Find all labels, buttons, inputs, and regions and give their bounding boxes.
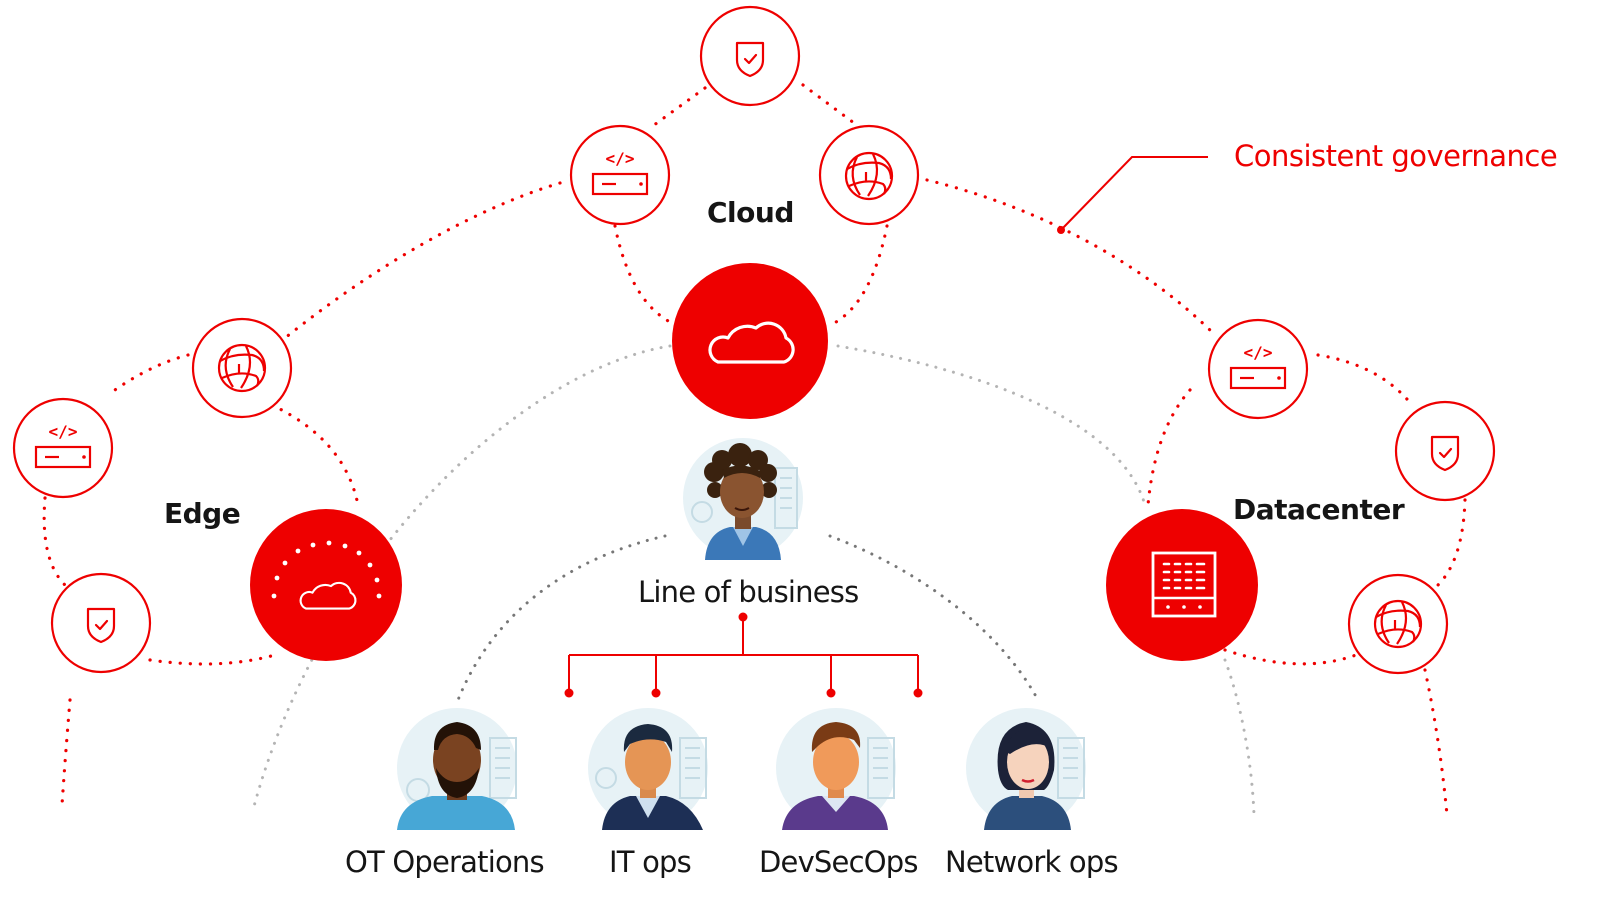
cloud-hub <box>672 263 828 419</box>
edge-dev-node <box>12 397 114 499</box>
ot-operations-avatar <box>397 708 517 830</box>
datacenter-dev-node <box>1207 318 1309 420</box>
datacenter-security-node <box>1394 400 1496 502</box>
rack-icon <box>1151 551 1217 618</box>
consistent-governance-label: Consistent governance <box>1234 139 1558 173</box>
governance-callout <box>1057 156 1208 234</box>
edge-label: Edge <box>164 497 241 530</box>
line-of-business-label: Line of business <box>638 575 859 609</box>
network-ops-label: Network ops <box>945 845 1119 879</box>
governance-connections <box>42 83 1467 817</box>
ot-operations-label: OT Operations <box>345 845 545 879</box>
line-of-business-avatar <box>683 438 803 560</box>
top-security-node <box>699 5 801 107</box>
devsecops-avatar <box>776 708 896 830</box>
datacenter-os-node <box>1347 573 1449 675</box>
edge-signal-dots <box>271 540 382 599</box>
datacenter-label: Datacenter <box>1233 493 1405 526</box>
cloud-dev-node <box>569 124 671 226</box>
cloud-label: Cloud <box>707 196 794 229</box>
edge-hub <box>250 509 402 661</box>
datacenter-hub <box>1106 509 1258 661</box>
cloud-os-node <box>818 124 920 226</box>
edge-os-node <box>191 317 293 419</box>
org-tree-dots <box>564 612 923 698</box>
it-ops-label: IT ops <box>609 845 692 879</box>
org-tree <box>568 617 919 693</box>
it-ops-avatar <box>588 708 708 830</box>
devsecops-label: DevSecOps <box>759 845 918 879</box>
team-connections <box>456 534 1040 702</box>
edge-security-node <box>50 572 152 674</box>
network-ops-avatar <box>966 708 1086 830</box>
